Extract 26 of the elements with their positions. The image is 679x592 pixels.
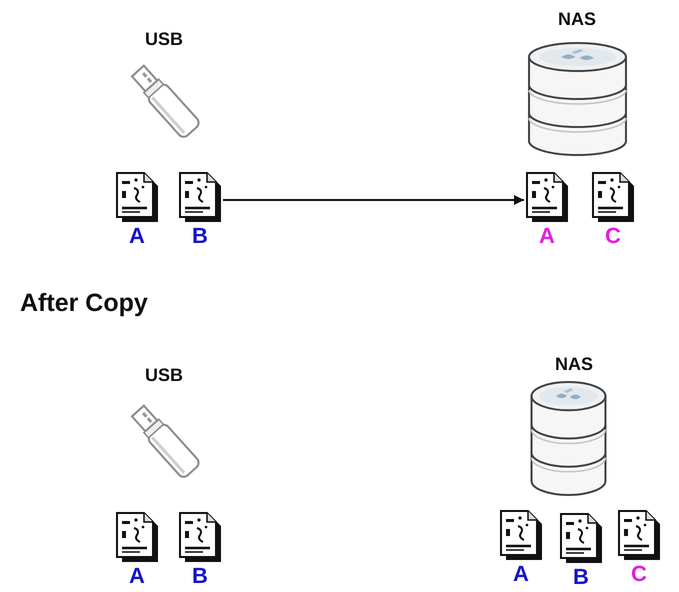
file-label: B — [192, 224, 208, 248]
file-label: B — [573, 565, 589, 590]
file-item — [592, 172, 634, 246]
file-item — [560, 513, 602, 587]
device-label: NAS — [555, 355, 593, 375]
file-item — [526, 172, 568, 246]
device-label: USB — [145, 30, 183, 50]
file-label: B — [192, 564, 208, 588]
file-item — [500, 510, 542, 584]
file-label: A — [129, 564, 145, 588]
file-item — [179, 512, 221, 586]
file-item — [179, 172, 221, 246]
file-item — [116, 172, 158, 246]
file-label: A — [539, 224, 555, 248]
section-heading: After Copy — [20, 290, 148, 318]
file-label: A — [513, 562, 529, 586]
device-label: NAS — [558, 10, 596, 30]
file-item — [116, 512, 158, 586]
arrow — [223, 195, 524, 205]
file-item — [618, 510, 660, 584]
nas-device — [530, 355, 607, 497]
device-label: USB — [145, 366, 183, 386]
file-label: C — [605, 224, 621, 248]
file-label: A — [129, 224, 145, 248]
file-label: C — [631, 562, 647, 586]
nas-device — [527, 10, 628, 157]
